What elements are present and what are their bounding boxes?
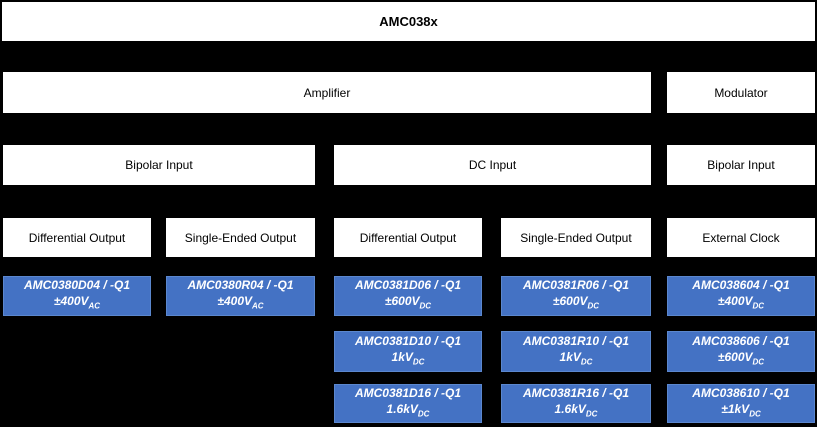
- part-rating: ±600VDC: [717, 349, 765, 367]
- part-name: AMC0380R04 / -Q1: [187, 278, 294, 293]
- output-differential-1-label: Differential Output: [28, 230, 126, 245]
- part-name: AMC0380D04 / -Q1: [23, 278, 131, 293]
- output-differential-2-box: Differential Output: [334, 218, 482, 257]
- input-bipolar-right-box: Bipolar Input: [667, 145, 815, 185]
- part-rating: 1.6kVDC: [386, 401, 430, 419]
- part-rating: 1kVDC: [391, 349, 425, 367]
- part-box-amc038610: AMC038610 / -Q1 ±1kVDC: [667, 384, 815, 423]
- output-differential-1-box: Differential Output: [3, 218, 151, 257]
- part-name: AMC038606 / -Q1: [692, 333, 790, 348]
- group-modulator-label: Modulator: [714, 85, 768, 100]
- part-box-amc038604: AMC038604 / -Q1 ±400VDC: [667, 276, 815, 316]
- part-rating: ±1kVDC: [721, 401, 761, 419]
- part-name: AMC0381R06 / -Q1: [522, 278, 630, 293]
- family-title: AMC038x: [379, 14, 438, 29]
- part-rating: ±600VDC: [552, 294, 600, 311]
- family-title-box: AMC038x: [2, 2, 815, 41]
- input-bipolar-right-label: Bipolar Input: [707, 158, 775, 172]
- input-dc-box: DC Input: [334, 145, 651, 185]
- input-bipolar-left-label: Bipolar Input: [125, 158, 193, 172]
- part-name: AMC038610 / -Q1: [692, 385, 790, 400]
- part-box-amc0381d06: AMC0381D06 / -Q1 ±600VDC: [334, 276, 482, 316]
- part-box-amc0380r04: AMC0380R04 / -Q1 ±400VAC: [166, 276, 315, 316]
- group-amplifier-box: Amplifier: [3, 72, 651, 113]
- part-name: AMC0381R10 / -Q1: [522, 333, 630, 348]
- part-name: AMC038604 / -Q1: [692, 278, 790, 293]
- part-rating: 1.6kVDC: [554, 401, 598, 419]
- part-box-amc0381d16: AMC0381D16 / -Q1 1.6kVDC: [334, 384, 482, 423]
- part-name: AMC0381D10 / -Q1: [354, 333, 462, 348]
- input-dc-label: DC Input: [468, 158, 517, 172]
- part-rating: ±400VDC: [717, 294, 765, 311]
- part-rating: 1kVDC: [559, 349, 593, 367]
- part-name: AMC0381D06 / -Q1: [354, 278, 462, 293]
- group-amplifier-label: Amplifier: [303, 85, 351, 100]
- part-box-amc0381d10: AMC0381D10 / -Q1 1kVDC: [334, 331, 482, 372]
- part-rating: ±400VAC: [217, 294, 264, 311]
- part-box-amc0381r10: AMC0381R10 / -Q1 1kVDC: [501, 331, 651, 372]
- output-differential-2-label: Differential Output: [359, 230, 457, 245]
- part-name: AMC0381D16 / -Q1: [354, 385, 462, 400]
- part-box-amc0380d04: AMC0380D04 / -Q1 ±400VAC: [3, 276, 151, 316]
- output-single-ended-1-box: Single-Ended Output: [166, 218, 315, 257]
- part-rating: ±600VDC: [384, 294, 432, 311]
- part-box-amc0381r16: AMC0381R16 / -Q1 1.6kVDC: [501, 384, 651, 423]
- part-box-amc038606: AMC038606 / -Q1 ±600VDC: [667, 331, 815, 372]
- part-rating: ±400VAC: [53, 294, 101, 311]
- output-single-ended-2-label: Single-Ended Output: [520, 230, 632, 245]
- input-bipolar-left-box: Bipolar Input: [3, 145, 315, 185]
- output-external-clock-box: External Clock: [667, 218, 815, 257]
- part-box-amc0381r06: AMC0381R06 / -Q1 ±600VDC: [501, 276, 651, 316]
- part-name: AMC0381R16 / -Q1: [522, 385, 630, 400]
- output-single-ended-1-label: Single-Ended Output: [184, 230, 297, 245]
- output-external-clock-label: External Clock: [702, 230, 780, 245]
- output-single-ended-2-box: Single-Ended Output: [501, 218, 651, 257]
- group-modulator-box: Modulator: [667, 72, 815, 113]
